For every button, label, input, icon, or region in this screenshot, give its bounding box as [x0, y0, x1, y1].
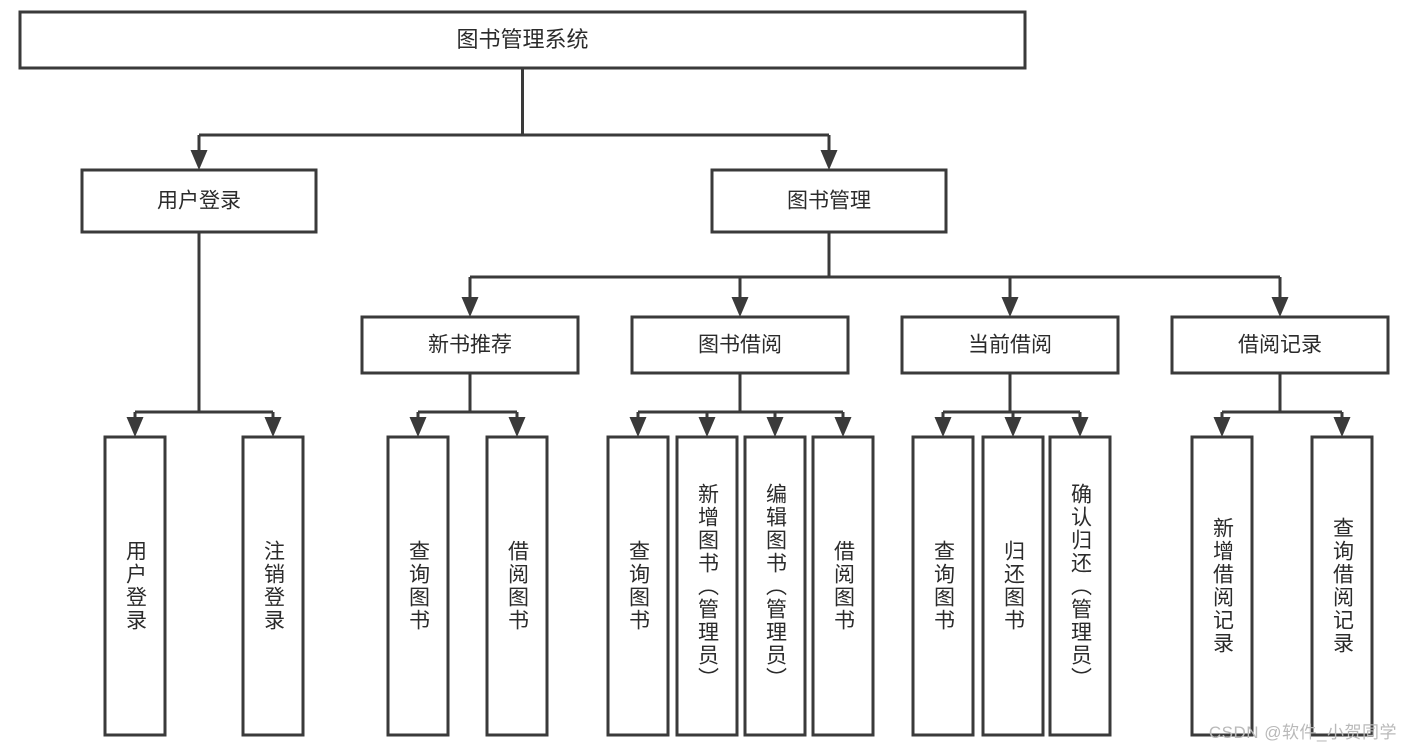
node-leaf-9[interactable]: [981, 435, 1045, 737]
arrow-head-icon: [934, 417, 952, 437]
arrow-head-icon: [834, 417, 852, 437]
arrow-head-icon: [264, 417, 282, 437]
node-level3-1-label: 图书借阅: [698, 334, 782, 357]
arrow-head-icon: [409, 417, 427, 437]
node-leaf-7[interactable]: [811, 435, 875, 737]
node-level2-1-label: 图书管理: [787, 190, 871, 213]
arrow-head-icon: [1004, 417, 1022, 437]
arrow-head-icon: [1333, 417, 1351, 437]
arrow-head-icon: [766, 417, 784, 437]
node-leaf-0[interactable]: [103, 435, 167, 737]
node-leaf-12[interactable]: [1310, 435, 1374, 737]
arrow-head-icon: [1071, 417, 1089, 437]
node-level3-0[interactable]: [360, 315, 580, 375]
node-leaf-11[interactable]: [1190, 435, 1254, 737]
node-level3-3-label: 借阅记录: [1238, 334, 1322, 357]
arrow-head-icon: [126, 417, 144, 437]
node-leaf-1[interactable]: [241, 435, 305, 737]
node-level3-0-label: 新书推荐: [428, 334, 512, 357]
arrow-head-icon: [629, 417, 647, 437]
node-leaf-2[interactable]: [386, 435, 450, 737]
arrow-head-icon: [508, 417, 526, 437]
node-level2-0-label: 用户登录: [157, 190, 241, 213]
node-leaf-10[interactable]: [1048, 435, 1112, 737]
connector-group: [126, 68, 1351, 437]
node-level2-1[interactable]: [710, 168, 948, 234]
node-level3-3[interactable]: [1170, 315, 1390, 375]
node-leaf-8[interactable]: [911, 435, 975, 737]
arrow-head-icon: [698, 417, 716, 437]
arrow-head-icon: [820, 150, 838, 170]
arrow-head-icon: [190, 150, 208, 170]
node-level3-2-label: 当前借阅: [968, 334, 1052, 357]
arrow-head-icon: [1213, 417, 1231, 437]
arrow-head-icon: [731, 297, 749, 317]
node-leaf-4[interactable]: [606, 435, 670, 737]
node-leaf-6[interactable]: [743, 435, 807, 737]
arrow-head-icon: [461, 297, 479, 317]
watermark: CSDN @软件_小贺同学: [1208, 723, 1397, 742]
arrow-head-icon: [1271, 297, 1289, 317]
node-level3-1[interactable]: [630, 315, 850, 375]
node-level2-0[interactable]: [80, 168, 318, 234]
arrow-head-icon: [1001, 297, 1019, 317]
node-level3-2[interactable]: [900, 315, 1120, 375]
node-root[interactable]: [18, 10, 1027, 70]
node-root-label: 图书管理系统: [456, 27, 588, 52]
node-leaf-3[interactable]: [485, 435, 549, 737]
node-leaf-5[interactable]: [675, 435, 739, 737]
